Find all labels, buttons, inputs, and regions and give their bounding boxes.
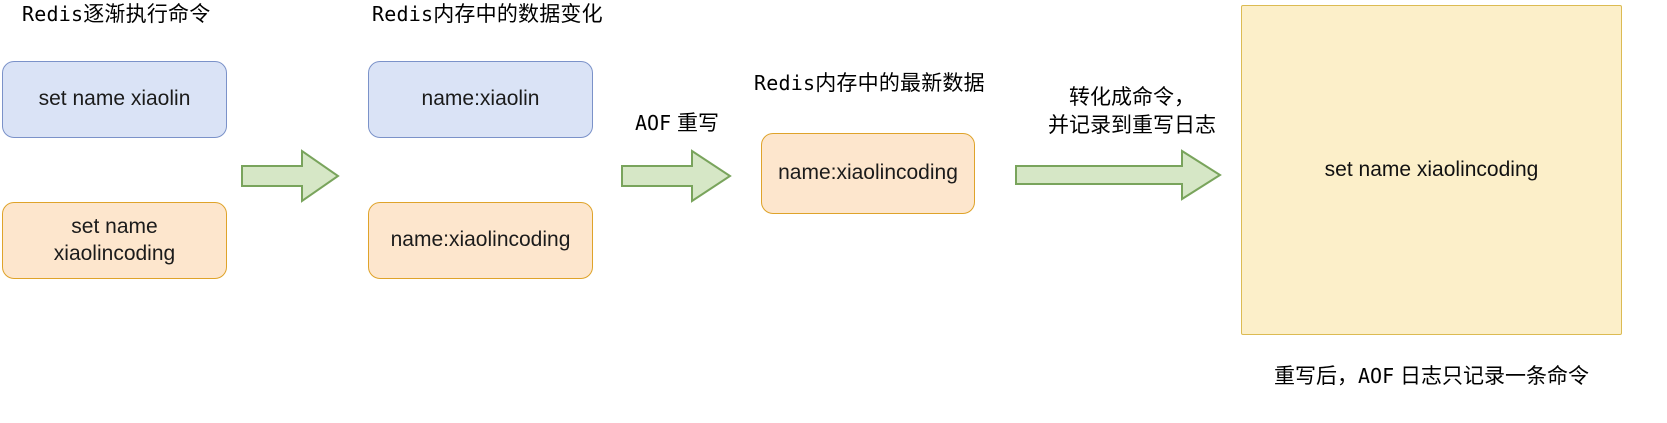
column-1-title-mono: Redis [22,2,84,26]
arrow-2-label-cjk: 重写 [676,112,719,135]
memory-box-name-xiaolincoding: name:xiaolincoding [368,202,593,279]
column-2-title: Redis内存中的数据变化 [372,2,603,28]
column-3-title: Redis内存中的最新数据 [754,71,985,97]
footer-caption-mono: AOF [1358,364,1395,388]
arrow-2-label-mono: AOF [635,111,672,135]
command-box-set-name-xiaolincoding: set name xiaolincoding [2,202,227,279]
arrow-3-label-line-1: 转化成命令， [1069,86,1195,109]
memory-box-name-xiaolin: name:xiaolin [368,61,593,138]
column-3-title-cjk: 内存中的最新数据 [815,72,985,95]
aof-rewrite-log-box: set name xiaolincoding [1241,5,1622,335]
footer-caption-part-2: 日志只记录一条命令 [1399,365,1589,388]
arrow-3-label-line-2: 并记录到重写日志 [1048,113,1216,137]
arrow-3-label: 转化成命令， 并记录到重写日志 [1022,84,1242,139]
arrow-2-label: AOF 重写 [617,110,737,138]
command-box-set-name-xiaolin: set name xiaolin [2,61,227,138]
arrow-convert-to-command [1014,147,1222,203]
column-1-title-cjk: 逐渐执行命令 [83,3,211,26]
footer-caption-part-1: 重写后， [1274,365,1359,388]
column-1-title: Redis逐渐执行命令 [22,2,210,28]
column-2-title-cjk: 内存中的数据变化 [433,3,603,26]
column-3-title-mono: Redis [754,71,816,95]
arrow-aof-rewrite [620,148,732,204]
column-2-title-mono: Redis [372,2,434,26]
arrow-commands-to-memory [240,148,340,204]
footer-caption: 重写后，AOF 日志只记录一条命令 [1241,363,1622,390]
latest-memory-box: name:xiaolincoding [761,133,975,214]
